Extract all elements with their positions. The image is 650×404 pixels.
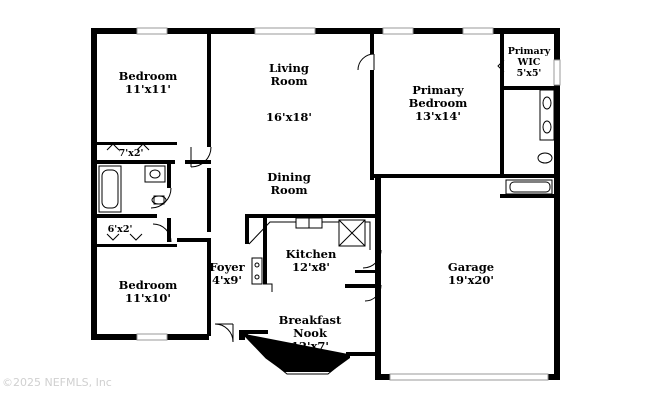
- primary-bedroom-name-1: Primary: [412, 83, 464, 97]
- primary-wic-name-1: Primary: [507, 46, 551, 57]
- bay-window: [243, 332, 350, 375]
- living-room-size: 16'x18': [266, 110, 312, 124]
- breakfast-nook-name-2: Nook: [293, 326, 327, 340]
- dining-room-label: Dining Room: [267, 171, 310, 197]
- primary-bedroom-size: 13'x14': [415, 109, 461, 123]
- bedroom-bottom-label: Bedroom 11'x10': [119, 279, 178, 305]
- kitchen-size: 12'x8': [292, 260, 330, 274]
- breakfast-nook-name-1: Breakfast: [278, 313, 342, 327]
- primary-wic-name-2: WIC: [517, 57, 541, 68]
- breakfast-nook-size: 12'x7': [291, 339, 329, 353]
- closet-top-size: 7'x2': [118, 148, 144, 159]
- garage-label: Garage 19'x20': [448, 261, 494, 287]
- living-room-name-1: Living: [269, 61, 309, 75]
- dining-room-name-2: Room: [270, 183, 308, 197]
- interior-walls: [97, 34, 560, 336]
- bathroom-fixtures: [98, 89, 555, 213]
- bedroom-top-name: Bedroom: [118, 69, 178, 83]
- kitchen-name: Kitchen: [285, 247, 337, 261]
- primary-wic-label: Primary WIC 5'x5': [508, 46, 551, 79]
- foyer-label: Foyer 4'x9': [209, 261, 244, 287]
- copyright-text: ©2025 NEFMLS, Inc: [2, 376, 112, 389]
- breakfast-nook-label: Breakfast Nook 12'x7': [279, 314, 342, 353]
- garage-name: Garage: [447, 260, 495, 274]
- bedroom-bottom-size: 11'x10': [125, 291, 171, 305]
- primary-bedroom-label: Primary Bedroom 13'x14': [409, 84, 468, 123]
- bedroom-top-label: Bedroom 11'x11': [119, 70, 178, 96]
- doors: [106, 53, 505, 343]
- bedroom-bottom-name: Bedroom: [118, 278, 178, 292]
- primary-wic-size: 5'x5': [516, 68, 542, 79]
- dining-room-name-1: Dining: [267, 170, 311, 184]
- kitchen-counters: [248, 217, 371, 292]
- bedroom-top-size: 11'x11': [125, 82, 171, 96]
- kitchen-label: Kitchen 12'x8': [286, 248, 337, 274]
- living-room-name-2: Room: [270, 74, 308, 88]
- foyer-size: 4'x9': [212, 273, 242, 287]
- windows: [136, 27, 561, 381]
- garage-size: 19'x20': [448, 273, 494, 287]
- foyer-name: Foyer: [209, 260, 245, 274]
- living-room-label: Living Room: [269, 62, 309, 88]
- primary-bedroom-name-2: Bedroom: [408, 96, 468, 110]
- closet-mid-size: 6'x2': [107, 224, 133, 235]
